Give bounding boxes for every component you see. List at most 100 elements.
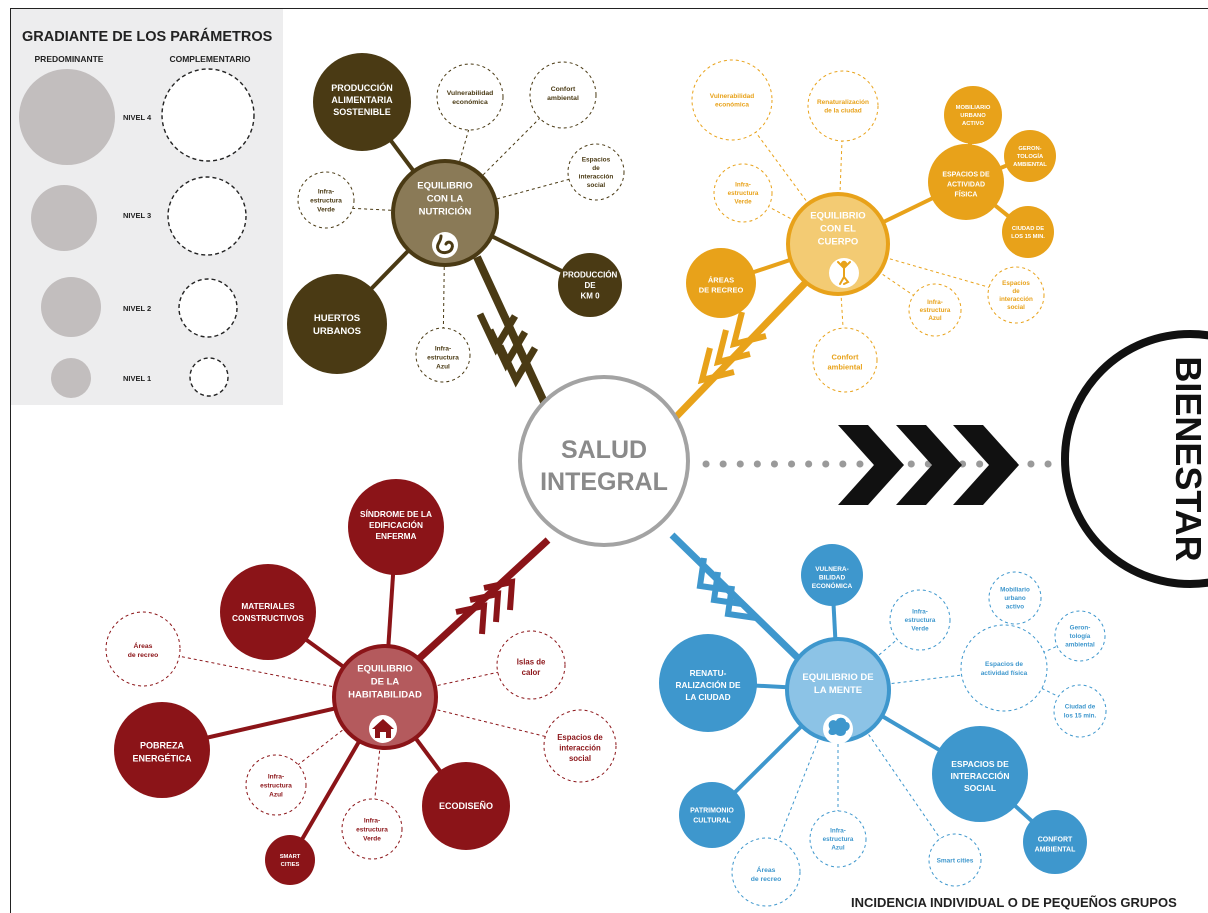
center-label-line1: SALUD xyxy=(561,436,647,464)
legend-col-predominant: PREDOMINANTE xyxy=(35,54,104,64)
node-label: RALIZACIÓN DE xyxy=(676,679,741,690)
node-label: ALIMENTARIA xyxy=(331,95,393,105)
node-social-interaction-spaces xyxy=(567,143,625,201)
node-label: calor xyxy=(522,668,541,677)
node-economic-vulnerability xyxy=(436,63,504,131)
legend: GRADIANTE DE LOS PARÁMETROS PREDOMINANTE… xyxy=(19,28,273,398)
node-social-interaction-spaces xyxy=(543,709,617,783)
node-environmental-gerontology xyxy=(1004,130,1056,182)
node-label: CITIES xyxy=(281,862,300,868)
node-economic-vulnerability xyxy=(801,544,863,606)
node-label: Islas de xyxy=(517,657,546,666)
node-label: GERON- xyxy=(1018,146,1041,152)
node-label: estructura xyxy=(310,197,342,204)
node-green-infrastructure xyxy=(889,589,951,651)
habitability-arm xyxy=(407,537,551,670)
node-label: VULNERA- xyxy=(815,566,849,573)
node-label: social xyxy=(1007,304,1025,311)
stomach-icon-glyph xyxy=(436,234,454,255)
node-energy-poverty xyxy=(114,702,210,798)
node-label: ambiental xyxy=(1065,642,1095,649)
node-label: ECONÓMICA xyxy=(812,581,853,590)
node-label: estructura xyxy=(905,617,936,624)
node-km0-production xyxy=(558,253,622,317)
node-label: DE RECREO xyxy=(699,286,744,295)
node-green-infrastructure xyxy=(713,163,773,223)
level2-complementary-circle xyxy=(178,278,238,338)
node-label: MOBILIARIO xyxy=(956,105,991,111)
legend-title: GRADIANTE DE LOS PARÁMETROS xyxy=(22,28,273,45)
node-label: estructura xyxy=(356,826,388,833)
figure-frame xyxy=(10,8,1208,913)
node-label: Infra- xyxy=(927,299,943,306)
node-economic-vulnerability xyxy=(691,59,773,141)
legend-col-complementary: COMPLEMENTARIO xyxy=(169,54,250,64)
node-15-minute-city xyxy=(1002,206,1054,258)
body-hub xyxy=(786,192,890,296)
habitability-edge xyxy=(142,648,386,698)
node-label: FÍSICA xyxy=(955,189,978,198)
node-label: Verde xyxy=(363,835,381,842)
node-label: de la ciudad xyxy=(824,108,862,115)
node-physical-activity-spaces xyxy=(928,144,1004,220)
node-sustainable-food-production xyxy=(313,53,411,151)
node-blue-infrastructure xyxy=(415,327,471,383)
node-label: TOLOGÍA xyxy=(1017,152,1044,160)
node-label: de xyxy=(592,165,600,172)
node-label: ECODISEÑO xyxy=(439,801,493,811)
body-arrow-icon xyxy=(697,311,767,385)
chevron-right-icon xyxy=(896,425,962,505)
arm-arrows xyxy=(455,311,767,635)
nutrition-arm xyxy=(473,255,554,417)
nutrition-hub-label: EQUILIBRIO xyxy=(417,180,472,191)
level4-predominant-circle xyxy=(19,69,115,165)
wellbeing-link xyxy=(702,425,1062,505)
wellbeing-label: BIENESTAR xyxy=(1168,356,1208,561)
body-hub-label: EQUILIBRIO xyxy=(810,210,865,221)
node-label: CIUDAD DE xyxy=(1012,226,1044,232)
node-smart-cities xyxy=(265,835,315,885)
node-label: LOS 15 MIN. xyxy=(1011,234,1045,240)
node-label: Ciudad de xyxy=(1065,704,1096,711)
node-construction-materials xyxy=(220,564,316,660)
node-label: AMBIENTAL xyxy=(1035,846,1076,853)
node-heat-islands xyxy=(496,630,566,700)
node-label: Mobiliario xyxy=(1000,587,1030,594)
node-label: ambiental xyxy=(827,363,862,372)
node-label: MATERIALES xyxy=(241,601,295,611)
node-label: Infra- xyxy=(435,345,451,352)
node-green-infrastructure xyxy=(297,171,355,229)
nutrition-hub-label: CON LA xyxy=(427,193,464,204)
node-label: ESPACIOS DE xyxy=(951,759,1009,769)
node-label: ÁREAS xyxy=(708,276,734,285)
node-label: SÍNDROME DE LA xyxy=(360,509,432,519)
node-ecodesign xyxy=(422,762,510,850)
node-label: social xyxy=(587,182,606,189)
node-label: Vulnerabilidad xyxy=(447,90,494,97)
node-label: ESPACIOS DE xyxy=(942,171,990,178)
node-label: tología xyxy=(1070,633,1091,640)
node-label: interacción xyxy=(579,174,614,181)
node-recreation-areas xyxy=(731,837,801,907)
node-label: Espacios xyxy=(1002,280,1030,287)
nutrition-hub-label: NUTRICIÓN xyxy=(419,205,472,217)
node-label: Azul xyxy=(831,845,845,852)
node-label: CONSTRUCTIVOS xyxy=(232,613,304,623)
node-label: DE xyxy=(584,281,596,290)
node-label: de xyxy=(1012,288,1020,295)
node-label: estructura xyxy=(823,836,854,843)
node-label: Infra- xyxy=(364,817,380,824)
node-urban-gardens xyxy=(287,274,387,374)
body-hub-label: CON EL xyxy=(820,223,856,234)
level3-predominant-circle xyxy=(31,185,97,251)
legend-level-1: NIVEL 1 xyxy=(123,374,151,383)
node-environmental-gerontology xyxy=(1054,610,1106,662)
node-label: Verde xyxy=(317,206,335,213)
node-label: Áreas xyxy=(134,641,153,650)
node-blue-infrastructure xyxy=(908,283,962,337)
node-label: de recreo xyxy=(128,652,159,659)
